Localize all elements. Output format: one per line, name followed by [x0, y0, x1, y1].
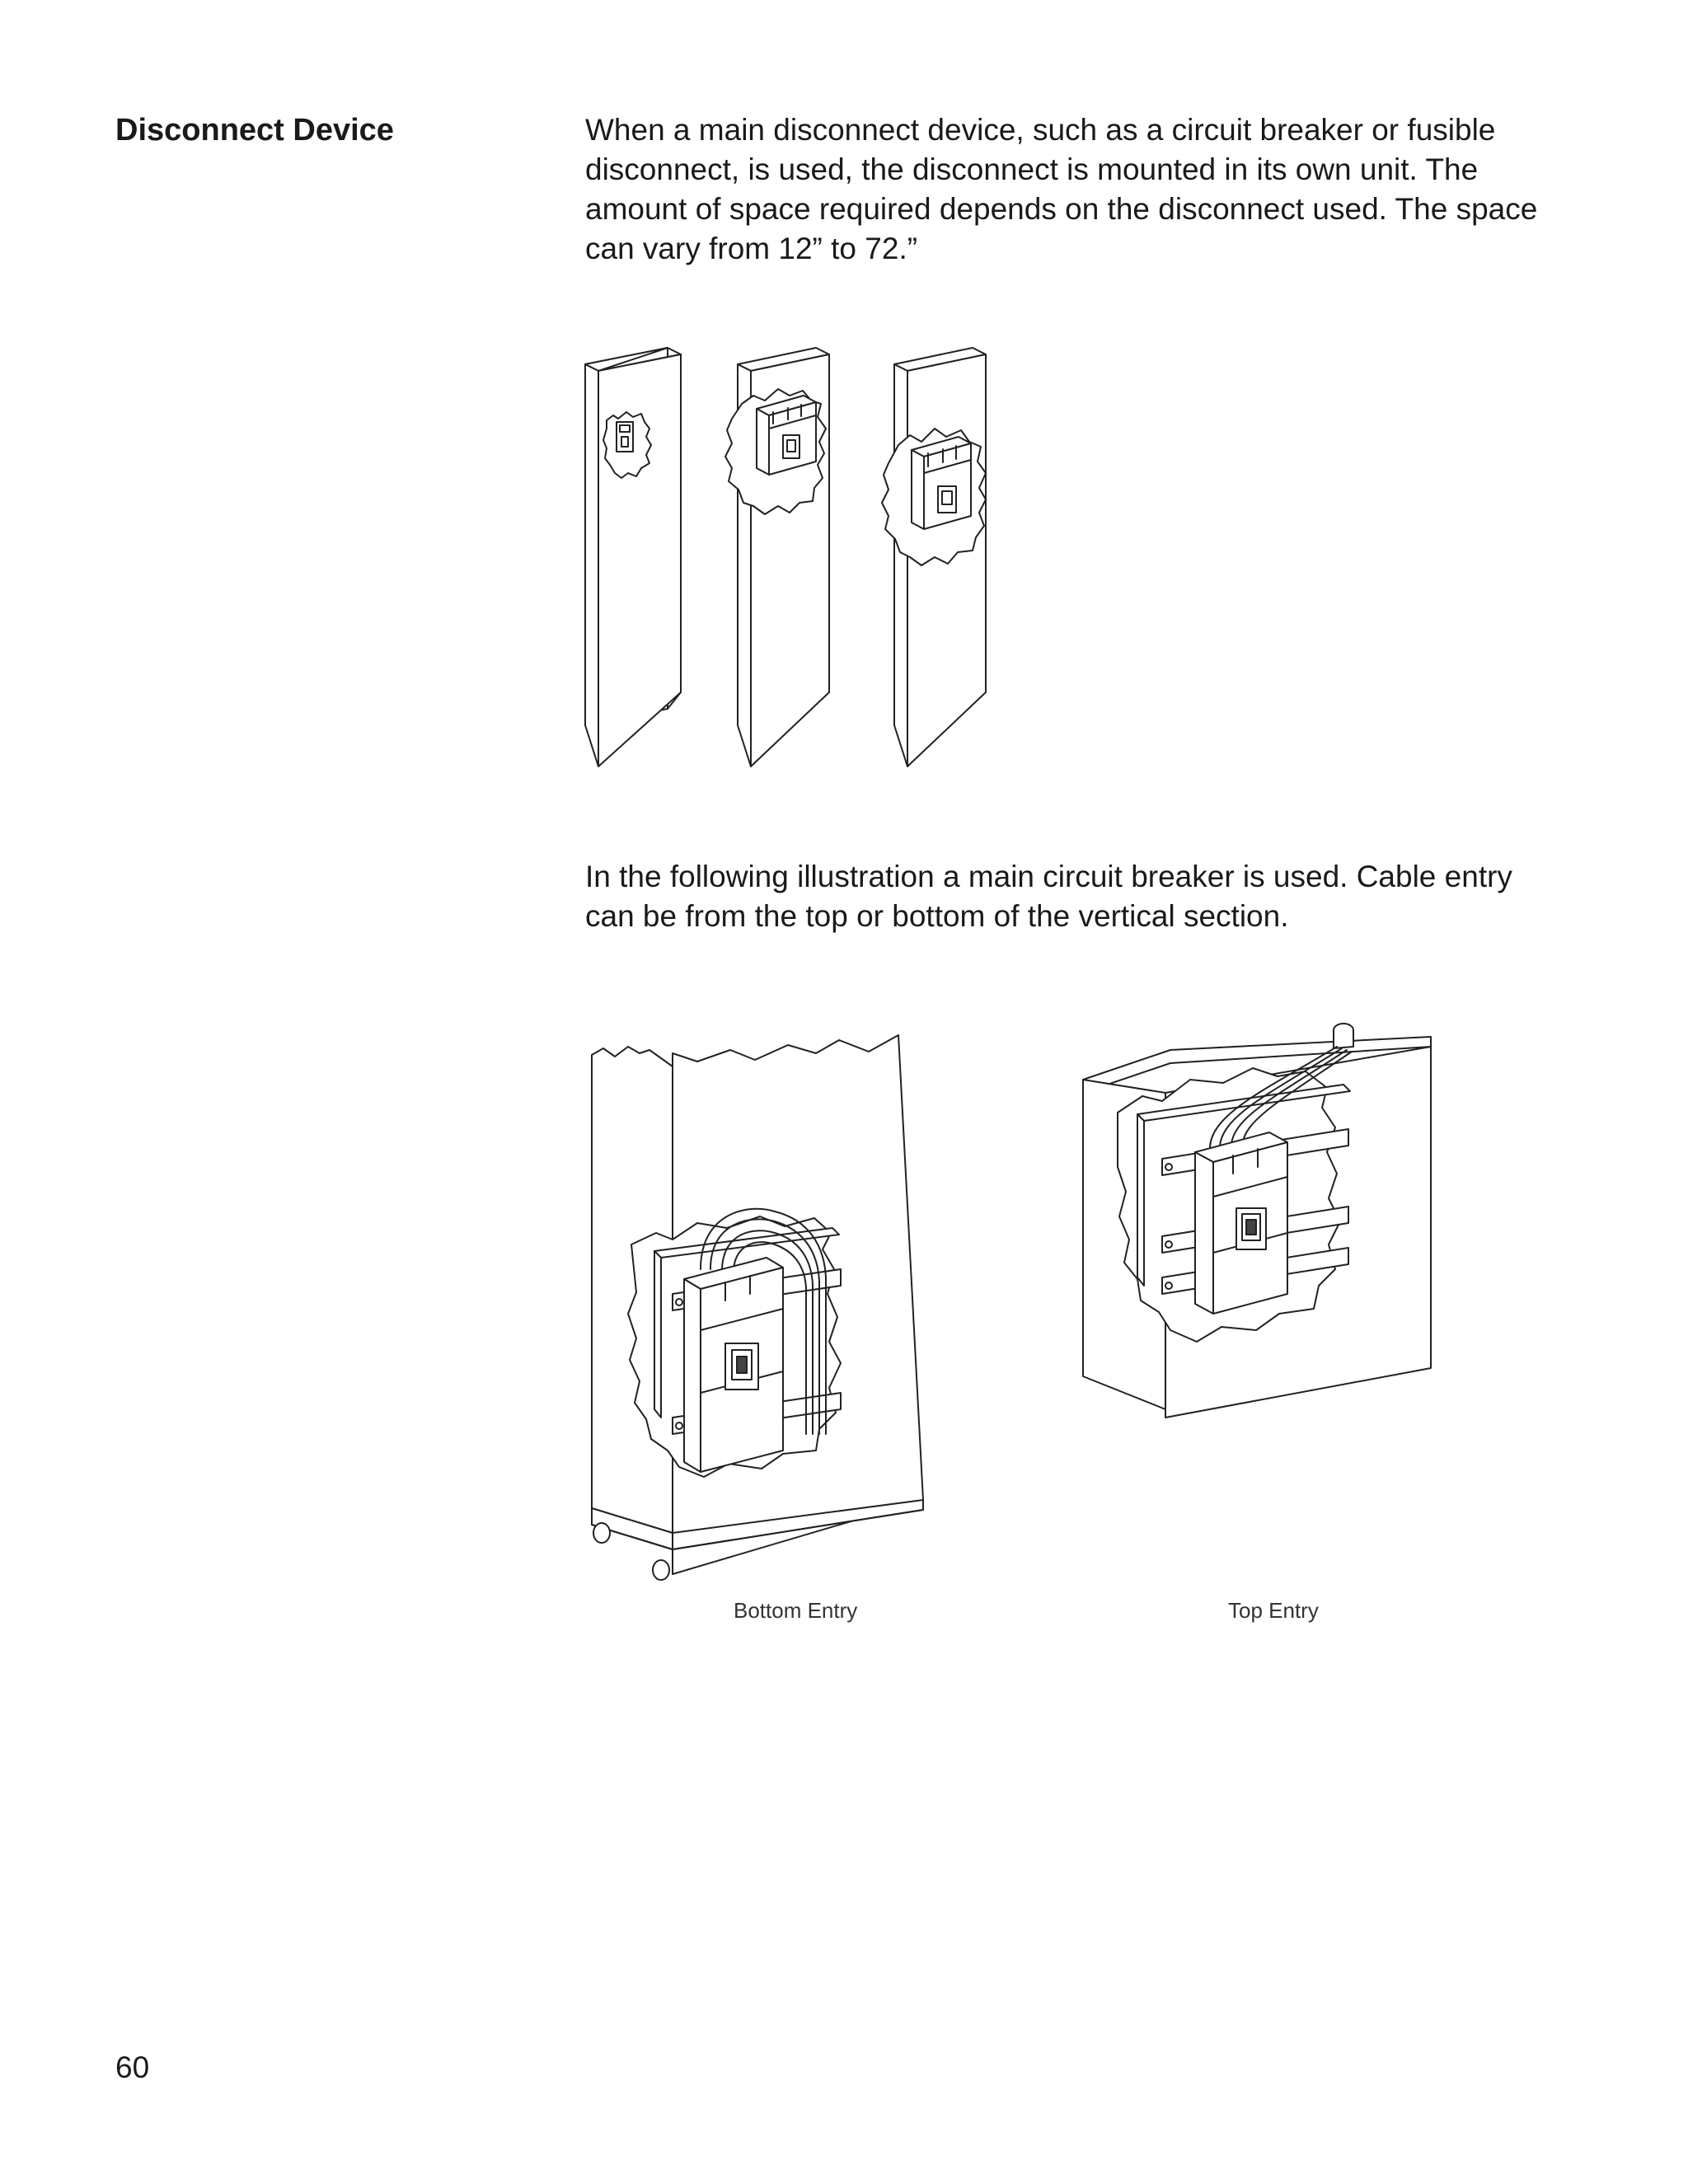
vertical-section-large-disconnect: [881, 347, 987, 767]
bottom-entry-illustration: [591, 1034, 924, 1581]
vertical-section-small-disconnect: [584, 347, 682, 767]
top-entry-caption: Top Entry: [1228, 1598, 1319, 1623]
top-entry-illustration: [1082, 1023, 1432, 1418]
section-heading: Disconnect Device: [115, 113, 394, 148]
vertical-section-medium-disconnect: [724, 347, 830, 767]
page-number: 60: [115, 2050, 150, 2084]
disconnect-size-illustration: [584, 347, 987, 767]
body-paragraph-cable-entry: In the following illustration a main cir…: [585, 860, 1512, 933]
bottom-entry-caption: Bottom Entry: [734, 1598, 858, 1623]
body-paragraph-disconnect-space: When a main disconnect device, such as a…: [585, 113, 1538, 265]
